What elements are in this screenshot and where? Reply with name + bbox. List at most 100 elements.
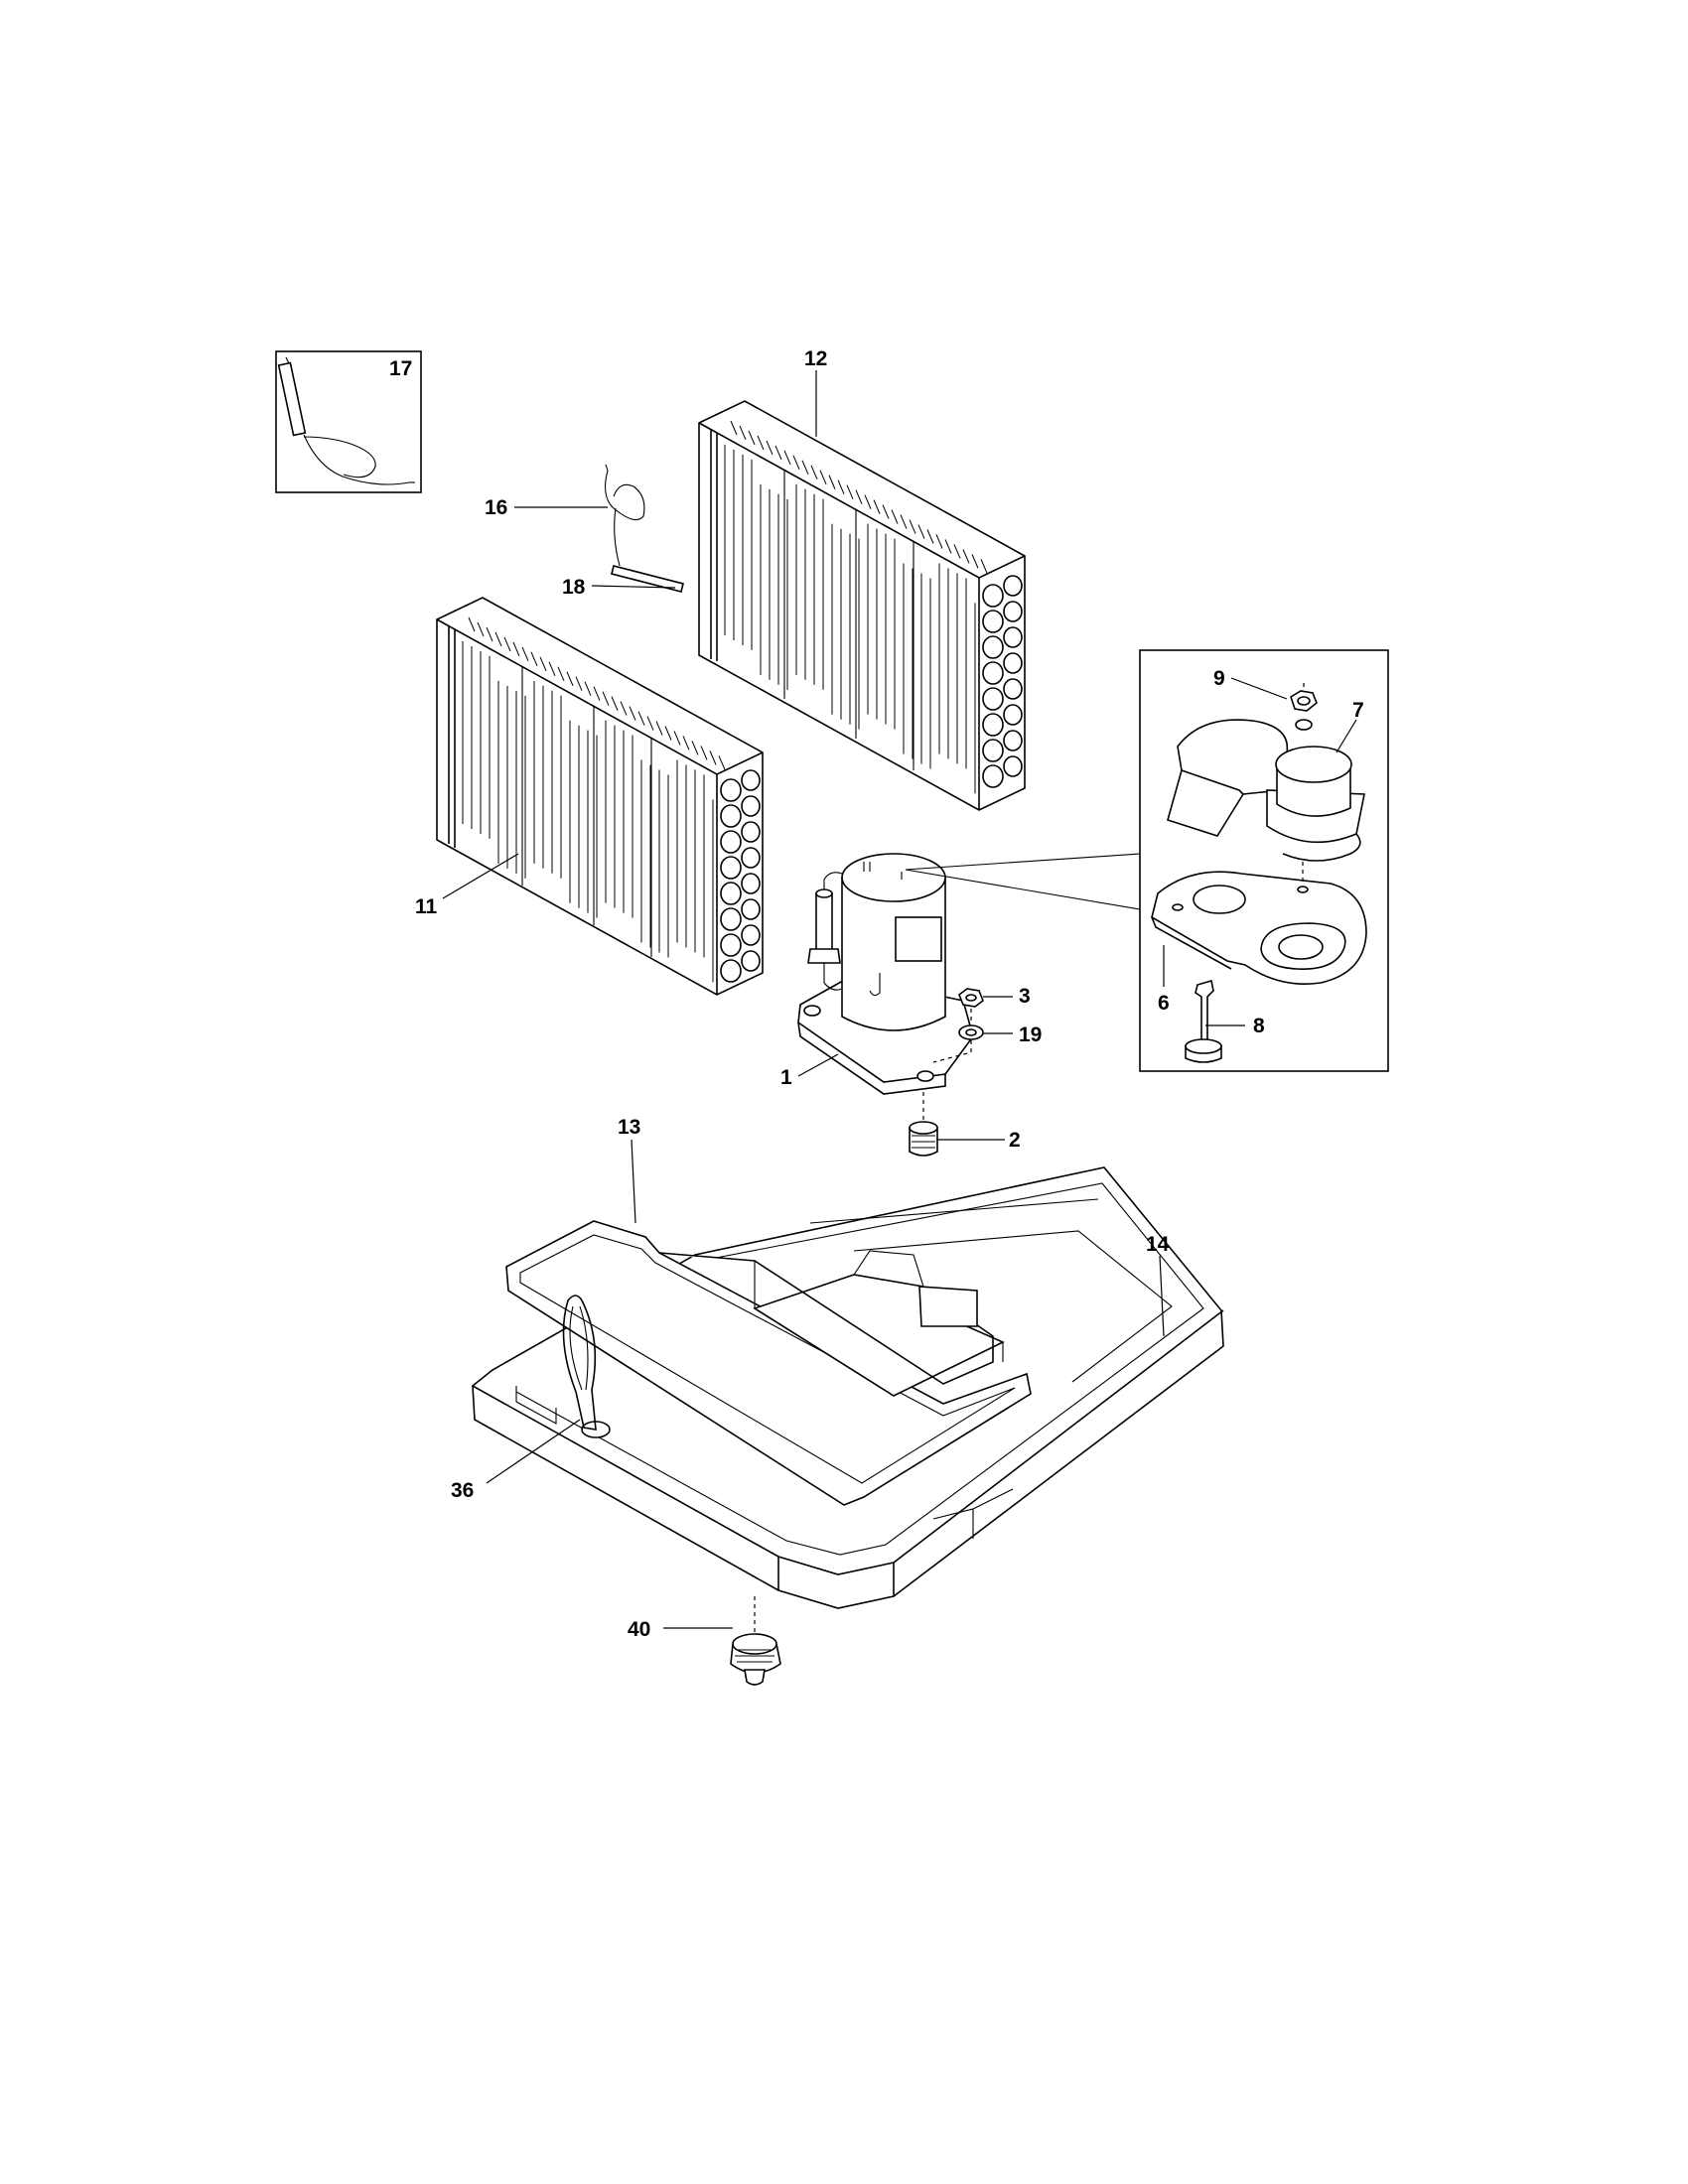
coil-tube-end — [1003, 652, 1023, 674]
coil-top-fin — [682, 736, 690, 751]
condenser-coil-part-12[interactable] — [698, 400, 1026, 811]
coil-top-fin — [774, 445, 782, 461]
coil-top-fin — [980, 559, 988, 574]
coil-tube-end — [720, 882, 742, 905]
coil-top-fin — [664, 726, 672, 741]
callout-36: 36 — [451, 1479, 474, 1502]
coil-top-fin — [909, 519, 916, 534]
coil-top-fin — [962, 549, 970, 564]
nut-part-9[interactable] — [1290, 683, 1318, 731]
coil-top-fin — [539, 656, 547, 672]
coil-top-fin — [575, 676, 583, 691]
coil-tube-end — [982, 584, 1004, 608]
coil-top-fin — [486, 626, 493, 642]
callout-18: 18 — [562, 576, 586, 599]
coil-top-fin — [748, 430, 756, 446]
callout-9: 9 — [1213, 667, 1225, 690]
coil-top-fin — [593, 686, 601, 701]
callout-40: 40 — [628, 1618, 650, 1641]
coil-top-fin — [611, 696, 619, 711]
coil-top-fin — [846, 484, 854, 499]
callout-2: 2 — [1009, 1129, 1021, 1152]
coil-top-fin — [530, 651, 538, 667]
coil-tube-end — [982, 739, 1004, 762]
coil-tube-end — [1003, 730, 1023, 751]
coil-tube-end — [982, 764, 1004, 788]
coil-top-fin — [512, 641, 520, 657]
thermistor-sensor-part-17[interactable] — [277, 356, 415, 485]
coil-top-fin — [828, 475, 836, 489]
coil-top-fin — [810, 465, 818, 479]
washer-part-19[interactable] — [958, 1024, 984, 1040]
callout-labels: 17 12 16 18 11 9 7 6 8 3 19 1 2 13 14 36… — [389, 347, 1364, 1641]
coil-tube-end — [1003, 601, 1023, 622]
gasket-part-6[interactable] — [1151, 862, 1367, 985]
coil-tube-end — [1003, 678, 1023, 700]
grommet-part-2[interactable] — [909, 1121, 938, 1157]
coil-top-fin — [477, 621, 485, 637]
coil-top-fin — [709, 751, 717, 765]
coil-tube-end — [720, 907, 742, 931]
coil-tube-end — [741, 924, 761, 946]
coil-tube-end — [741, 898, 761, 920]
evaporator-coil-part-11[interactable] — [436, 597, 764, 996]
coil-top-fin — [468, 616, 476, 632]
callout-17: 17 — [389, 357, 412, 380]
coil-top-fin — [730, 420, 738, 436]
coil-top-fin — [620, 701, 628, 716]
callout-13: 13 — [618, 1116, 640, 1139]
coil-top-fin — [557, 666, 565, 681]
coil-tube-end — [1003, 626, 1023, 648]
coil-top-fin — [801, 460, 809, 476]
inset-box-terminal-cover — [905, 649, 1389, 1072]
drain-pan-part-13[interactable] — [505, 1220, 1032, 1506]
coil-top-fin — [629, 706, 636, 721]
coil-tube-end — [720, 959, 742, 983]
terminal-clip-part-8[interactable] — [1185, 979, 1222, 1063]
coil-tube-end — [720, 778, 742, 802]
coil-top-fin — [602, 691, 610, 706]
coil-top-fin — [891, 509, 899, 524]
coil-top-fin — [917, 524, 925, 539]
coil-top-fin — [882, 504, 890, 519]
coil-top-fin — [757, 435, 765, 451]
coil-top-fin — [900, 514, 908, 529]
callout-16: 16 — [485, 496, 507, 519]
callout-19: 19 — [1019, 1024, 1042, 1046]
coil-tube-end — [982, 661, 1004, 685]
coil-tube-end — [741, 873, 761, 894]
nut-part-3[interactable] — [958, 988, 984, 1008]
callout-3: 3 — [1019, 985, 1031, 1008]
compressor-part-1[interactable] — [797, 853, 974, 1095]
coil-top-fin — [584, 681, 592, 696]
coil-top-fin — [944, 539, 952, 554]
coil-top-fin — [691, 741, 699, 755]
coil-top-fin — [783, 450, 791, 466]
coil-top-fin — [700, 746, 708, 760]
sensor-bulb-part-18[interactable] — [611, 507, 684, 593]
coil-top-fin — [637, 711, 645, 726]
coil-top-fin — [739, 425, 747, 441]
coil-top-fin — [646, 716, 654, 731]
coil-top-fin — [864, 494, 872, 509]
coil-tube-end — [982, 713, 1004, 737]
coil-tube-end — [720, 830, 742, 854]
coil-top-fin — [566, 671, 574, 686]
coil-top-fin — [935, 534, 943, 549]
coil-top-fin — [494, 631, 502, 647]
coil-top-fin — [953, 544, 961, 559]
callout-7: 7 — [1352, 699, 1364, 722]
coil-tube-end — [982, 635, 1004, 659]
strap-clip-part-36[interactable] — [562, 1295, 597, 1431]
sensor-wire-part-16[interactable] — [605, 464, 645, 521]
inset-box-17 — [275, 350, 422, 493]
coil-tube-end — [1003, 704, 1023, 726]
coil-top-fin — [521, 646, 529, 662]
drain-plug-part-40[interactable] — [730, 1596, 781, 1686]
coil-top-fin — [819, 470, 827, 484]
coil-tube-end — [720, 804, 742, 828]
callout-8: 8 — [1253, 1015, 1265, 1037]
terminal-cover-part-7[interactable] — [1167, 719, 1365, 862]
coil-top-fin — [655, 721, 663, 736]
